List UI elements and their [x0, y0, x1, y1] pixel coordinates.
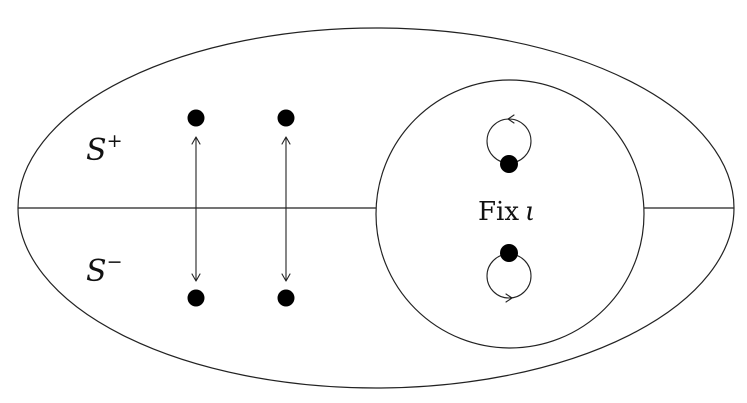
label-s-plus-letter: S	[86, 133, 107, 168]
label-s-minus: S−	[86, 251, 122, 289]
label-s-minus-sup: −	[107, 251, 123, 273]
self-loop-top-arrowhead	[507, 114, 515, 124]
label-s-plus-sup: +	[107, 130, 123, 152]
swap-arrow-2-head-up	[281, 136, 291, 145]
self-loop-bottom-arrowhead	[505, 293, 513, 303]
fixed-point-bottom	[500, 244, 518, 262]
label-iota: ι	[525, 197, 535, 227]
point-top-1	[187, 109, 205, 127]
label-s-plus: S+	[86, 130, 122, 168]
swap-arrow-1-head-up	[191, 136, 201, 145]
swap-arrow-2-head-down	[281, 273, 291, 282]
point-top-2	[277, 109, 295, 127]
swap-arrow-1-head-down	[191, 273, 201, 282]
point-bottom-1	[187, 289, 205, 307]
fixed-point-top	[500, 155, 518, 173]
label-s-minus-letter: S	[86, 254, 107, 289]
label-fix-word: Fix	[478, 197, 519, 227]
fixed-locus-circle	[375, 79, 645, 349]
point-bottom-2	[277, 289, 295, 307]
